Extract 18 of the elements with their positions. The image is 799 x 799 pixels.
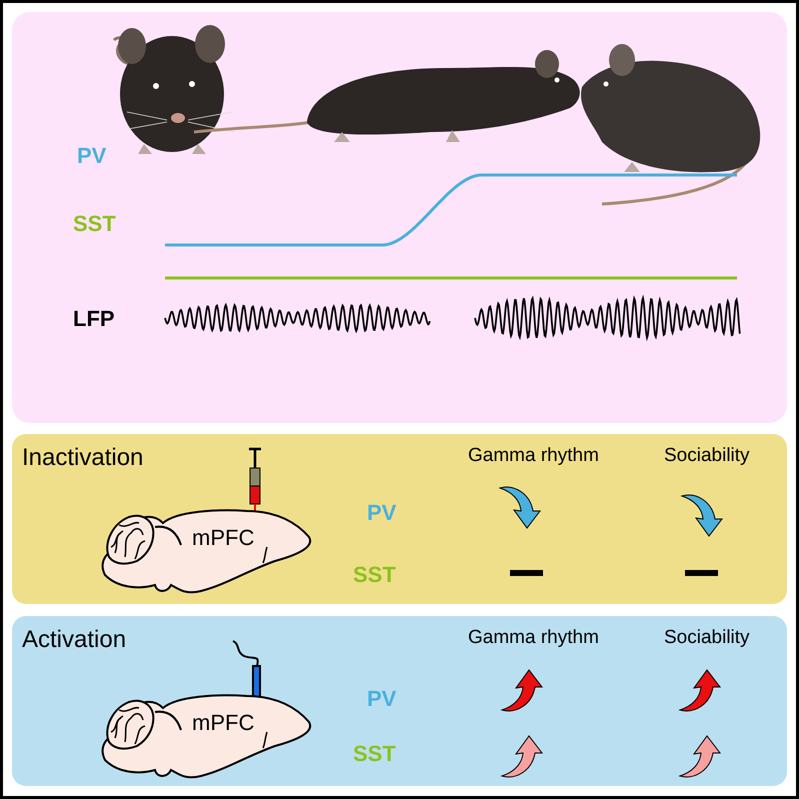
- cell-type-label: SST: [353, 564, 396, 586]
- cell-type-label: PV: [77, 145, 106, 167]
- column-heading: Gamma rhythm: [468, 628, 599, 647]
- cell-type-label: SST: [73, 213, 116, 235]
- cell-type-label: SST: [353, 743, 396, 765]
- brain-region-label: mPFC: [192, 712, 254, 734]
- panel: [12, 12, 787, 423]
- cell-type-label: PV: [367, 688, 396, 710]
- brain-region-label: mPFC: [192, 527, 254, 549]
- panel-title: Activation: [22, 628, 126, 652]
- column-heading: Gamma rhythm: [468, 446, 599, 465]
- cell-type-label: PV: [367, 502, 396, 524]
- column-heading: Sociability: [664, 628, 750, 647]
- panel-title: Inactivation: [22, 446, 144, 470]
- column-heading: Sociability: [664, 446, 750, 465]
- panel: [12, 616, 787, 786]
- signal-label: LFP: [73, 308, 115, 330]
- panel: [12, 434, 787, 604]
